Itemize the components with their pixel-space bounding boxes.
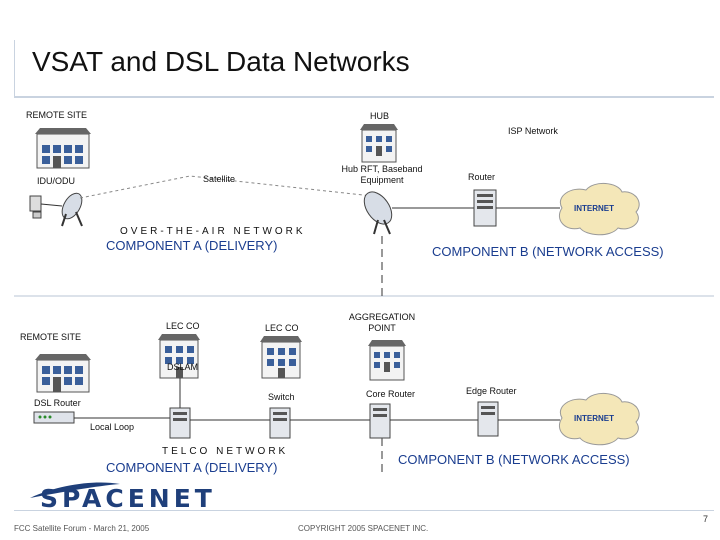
- remote-site-building-icon: [35, 128, 91, 169]
- internet-cloud-icon: [558, 183, 640, 236]
- edge-router-label: Edge Router: [466, 386, 517, 396]
- footer-left-text: FCC Satellite Forum - March 21, 2005: [14, 524, 150, 533]
- idu-odu-icon: [29, 195, 63, 219]
- core-router-label: Core Router: [366, 389, 416, 399]
- telco-network-label: TELCO NETWORK: [162, 446, 289, 457]
- internet-label: INTERNET: [574, 204, 614, 213]
- lec-co-building-icon-2: [260, 336, 302, 379]
- hub-rft-label: Hub RFT, Baseband Equipment: [341, 164, 423, 185]
- idu-odu-label: IDU/ODU: [37, 176, 75, 186]
- edge-router-icon: [477, 401, 499, 437]
- dsl-router-label: DSL Router: [34, 398, 81, 408]
- spacenet-swoosh-icon: [30, 482, 120, 498]
- local-loop-label: Local Loop: [90, 422, 135, 432]
- aggregation-point-building-icon: [368, 340, 406, 381]
- router-label: Router: [468, 172, 496, 182]
- vsat-dish-icon: [61, 192, 83, 227]
- component-b-top-label: COMPONENT B (NETWORK ACCESS): [432, 244, 664, 259]
- hub-dish-icon: [363, 191, 393, 235]
- router-icon: [473, 189, 497, 227]
- over-the-air-network-label: OVER-THE-AIR NETWORK: [120, 226, 306, 237]
- page-title: VSAT and DSL Data Networks: [32, 46, 410, 77]
- lec-co-label-2: LEC CO: [265, 323, 299, 333]
- footer-rule: [14, 510, 714, 511]
- dslam-icon: [169, 407, 191, 439]
- internet-label-2: INTERNET: [574, 414, 614, 423]
- component-b-bottom-label: COMPONENT B (NETWORK ACCESS): [398, 452, 630, 467]
- hub-label: HUB: [370, 111, 390, 121]
- core-router-icon: [369, 403, 391, 439]
- isp-network-label: ISP Network: [508, 126, 558, 136]
- component-a-bottom-label: COMPONENT A (DELIVERY): [106, 460, 278, 475]
- internet-cloud-icon-2: [558, 393, 640, 446]
- page-number: 7: [703, 514, 709, 524]
- hub-building-icon: [360, 124, 398, 163]
- satellite-label: Satellite: [203, 174, 236, 184]
- satellite-link-line: [79, 175, 373, 199]
- lec-co-building-icon-1: [158, 334, 200, 379]
- switch-icon: [269, 407, 291, 439]
- title-rule: [14, 96, 714, 98]
- spacenet-logo: SPACENET: [40, 484, 216, 513]
- aggregation-point-label: AGGREGATION POINT: [348, 312, 416, 333]
- component-a-top-label: COMPONENT A (DELIVERY): [106, 238, 278, 253]
- switch-label: Switch: [268, 392, 295, 402]
- remote-site-building-icon-2: [35, 354, 91, 393]
- dslam-label: DSLAM: [167, 362, 199, 372]
- footer-copyright-text: COPYRIGHT 2005 SPACENET INC.: [298, 524, 429, 533]
- dsl-router-icon: [33, 411, 75, 424]
- remote-site-label: REMOTE SITE: [26, 110, 88, 120]
- remote-site-label-2: REMOTE SITE: [20, 332, 82, 342]
- lec-co-label-1: LEC CO: [166, 321, 200, 331]
- left-vertical-rule: [14, 40, 15, 98]
